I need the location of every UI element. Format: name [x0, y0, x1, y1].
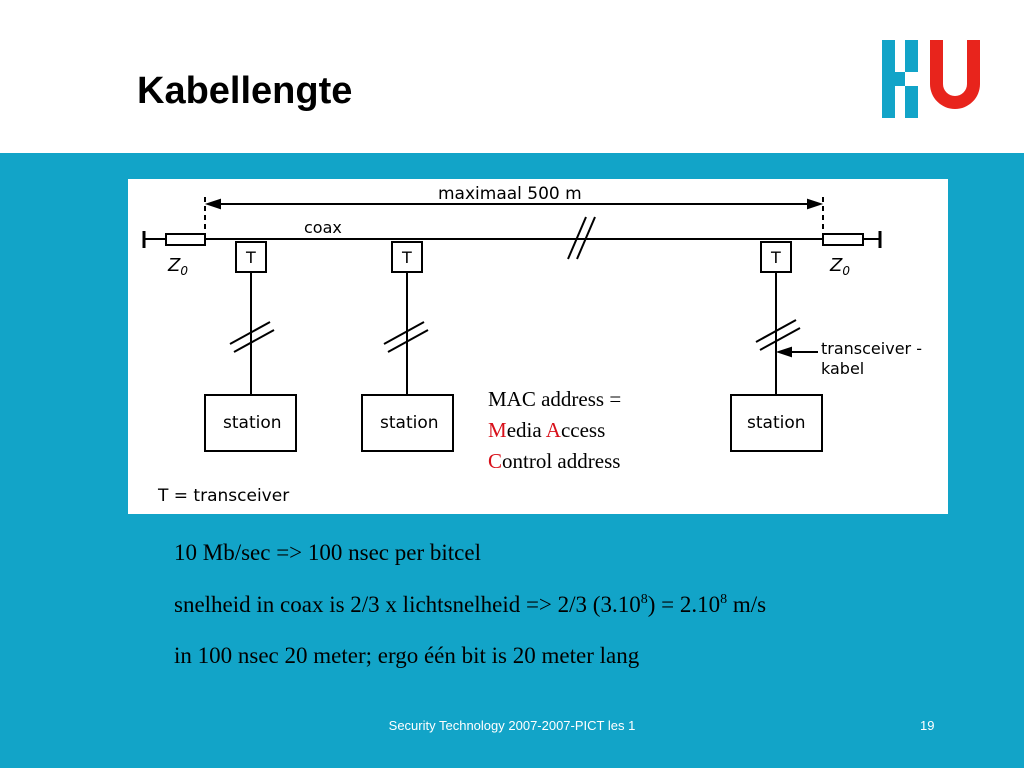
body-line-1: 10 Mb/sec => 100 nsec per bitcel: [174, 540, 481, 565]
mac-note-line-2: Media Access: [488, 418, 606, 442]
tap-label-2: T: [401, 248, 412, 267]
hu-logo: [882, 40, 980, 118]
tap-label-1: T: [245, 248, 256, 267]
max-length-label: maximaal 500 m: [438, 184, 582, 204]
slide-header: Kabellengte: [0, 0, 1024, 153]
station-label-2: station: [380, 413, 439, 433]
slide-title: Kabellengte: [137, 70, 353, 112]
page-number: 19: [920, 718, 935, 733]
diagram-legend: T = transceiver: [157, 486, 289, 506]
body-line-3: in 100 nsec 20 meter; ergo één bit is 20…: [174, 643, 640, 668]
transceiver-cable-label-2: kabel: [821, 359, 864, 378]
tap-label-3: T: [770, 248, 781, 267]
station-label-1: station: [223, 413, 282, 433]
terminator-left-label: Z0: [167, 255, 188, 278]
transceiver-cable-label-1: transceiver -: [821, 339, 922, 358]
body-line-2: snelheid in coax is 2/3 x lichtsnelheid …: [174, 592, 767, 617]
ethernet-diagram: maximaal 500 m coax Z0 Z0 T T T: [128, 179, 948, 514]
mac-note-line-3: Control address: [488, 449, 621, 473]
terminator-right-label: Z0: [829, 255, 850, 278]
mac-note-line-1: MAC address =: [488, 387, 622, 411]
station-label-3: station: [747, 413, 806, 433]
coax-label: coax: [304, 218, 342, 237]
mac-address-note: MAC address = Media Access Control addre…: [488, 384, 621, 477]
footer-text: Security Technology 2007-2007-PICT les 1: [388, 718, 636, 733]
